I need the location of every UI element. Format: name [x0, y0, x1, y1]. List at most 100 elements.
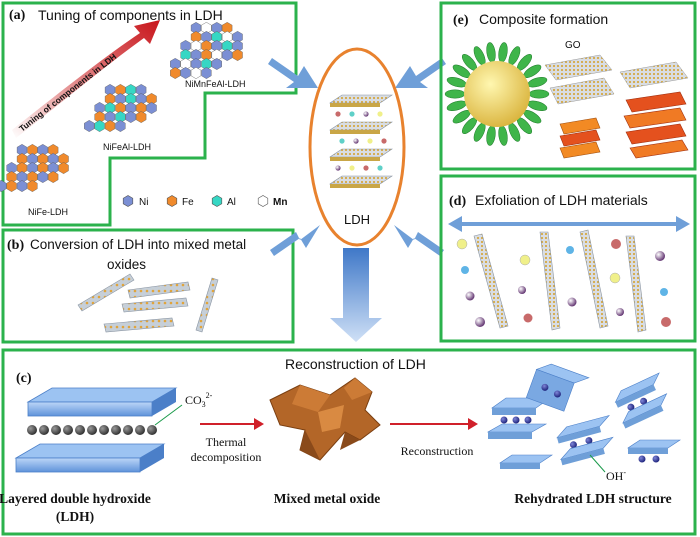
legend-al: Al: [227, 197, 236, 208]
label-nifeal-ldh: NiFeAl-LDH: [103, 142, 151, 152]
caption-rehydrated: Rehydrated LDH structure: [514, 491, 671, 506]
lattice-hexagon: [48, 171, 59, 183]
panel-b: (b) Conversion of LDH into mixed metal o…: [1, 228, 295, 344]
anion-ball: [456, 238, 468, 250]
rehydrated-block: [627, 439, 681, 463]
interlayer-ion: [339, 138, 345, 144]
nimnfeal-hex-lattice: [170, 22, 243, 79]
composite-stack-bottom: [559, 117, 601, 159]
center-ldh: LDH: [268, 47, 446, 342]
tuning-arrow: [12, 20, 160, 138]
lattice-hexagon: [0, 180, 7, 192]
rehydrated-block: [556, 414, 614, 466]
arrow-to-a: [268, 58, 318, 88]
lattice-hexagon: [104, 120, 116, 132]
ldh-nanoplate: [528, 89, 550, 99]
ldh-plate: [559, 117, 601, 135]
ldh-plate: [559, 141, 601, 159]
panel-d-tag: (d): [449, 194, 466, 209]
oh-label: OH-: [606, 468, 626, 483]
ldh-nanoplate: [498, 42, 508, 63]
lattice-hexagon: [201, 67, 212, 79]
oxide-sheet: [103, 317, 175, 333]
nifeal-hex-lattice: [84, 84, 157, 132]
thermal-label-line1: Thermal: [206, 435, 247, 449]
arrow-to-e: [395, 58, 446, 88]
interlayer-ion: [377, 165, 383, 171]
ldh-nanoplate: [444, 89, 466, 99]
interlayer-ion: [335, 111, 341, 117]
lattice-hexagon: [146, 102, 157, 114]
oxide-sheet: [121, 297, 189, 313]
anion-ball: [465, 291, 475, 301]
interlayer-ion: [349, 165, 355, 171]
intercalated-ions: [456, 238, 671, 327]
interlayer-ion: [381, 138, 387, 144]
anion-ball: [616, 308, 624, 316]
lattice-hexagon: [94, 120, 105, 132]
rehydrated-block: [499, 454, 553, 469]
panel-a-tag: (a): [9, 8, 26, 23]
mixed-metal-oxide-shape: [269, 377, 381, 461]
anion-ball: [660, 288, 668, 296]
thermal-arrowhead: [254, 418, 264, 430]
panel-e-border: [439, 1, 697, 171]
legend-ni: Ni: [139, 197, 148, 208]
rehydrated-block: [614, 372, 668, 429]
interlayer-ion: [335, 165, 341, 171]
go-sheet: [549, 77, 615, 105]
ldh-layer-edge: [330, 130, 380, 134]
anion-ball: [519, 254, 531, 266]
lattice-hexagon: [58, 162, 69, 174]
ldh-nanosheet: [473, 233, 509, 329]
panel-e: (e) Composite formation GO: [439, 1, 697, 171]
composite-stack-right: [623, 91, 689, 159]
carbonate-anion: [51, 425, 61, 435]
oxide-sheet: [195, 277, 219, 333]
lattice-hexagon: [115, 120, 126, 132]
panel-b-tag: (b): [7, 238, 24, 253]
reconstruction-arrowhead: [468, 418, 478, 430]
exfoliated-sheets: [473, 229, 647, 333]
panel-e-tag: (e): [453, 13, 469, 28]
caption-mmo: Mixed metal oxide: [274, 491, 380, 506]
carbonate-anion: [123, 425, 133, 435]
al-hexagon-icon: [211, 195, 223, 207]
go-sheet: [619, 61, 689, 89]
anion-ball: [523, 313, 533, 323]
element-legend: Ni Fe Al Mn: [122, 195, 287, 208]
fe-hexagon-icon: [166, 195, 178, 207]
lattice-hexagon: [211, 58, 222, 70]
anion-ball: [475, 317, 485, 327]
co3-label: CO32-: [185, 391, 213, 409]
panel-e-title: Composite formation: [479, 11, 608, 27]
panel-c-tag: (c): [16, 371, 32, 386]
panel-b-title-line2: oxides: [107, 257, 146, 272]
ldh-plate: [625, 123, 687, 145]
ldh-nanosheet: [539, 231, 561, 331]
carbonate-anion: [111, 425, 121, 435]
label-nimnfeal-ldh: NiMnFeAl-LDH: [185, 79, 246, 89]
legend-fe: Fe: [182, 197, 194, 208]
ldh-nanosheet: [579, 229, 609, 329]
panel-c-title: Reconstruction of LDH: [285, 356, 426, 372]
anion-ball: [461, 266, 469, 274]
interlayer-ion: [349, 111, 355, 117]
ldh-plate: [629, 139, 689, 159]
caption-ldh-line2: (LDH): [56, 509, 94, 524]
go-label: GO: [565, 40, 581, 51]
oxide-sheets: [77, 273, 219, 333]
ldh-nanosheet: [625, 235, 647, 333]
nanosphere: [464, 61, 530, 127]
caption-ldh-line1: Layered double hydroxide: [0, 491, 151, 506]
anion-ball: [661, 317, 671, 327]
panel-b-border: [1, 228, 295, 344]
arrow-to-d: [394, 225, 444, 256]
lattice-hexagon: [170, 67, 181, 79]
carbonate-anion: [99, 425, 109, 435]
ldh-plate: [623, 107, 687, 129]
lattice-hexagon: [135, 111, 147, 123]
lattice-hexagon: [232, 49, 243, 61]
thermal-label-line2: decomposition: [191, 450, 262, 464]
mn-hexagon-icon: [257, 195, 269, 207]
